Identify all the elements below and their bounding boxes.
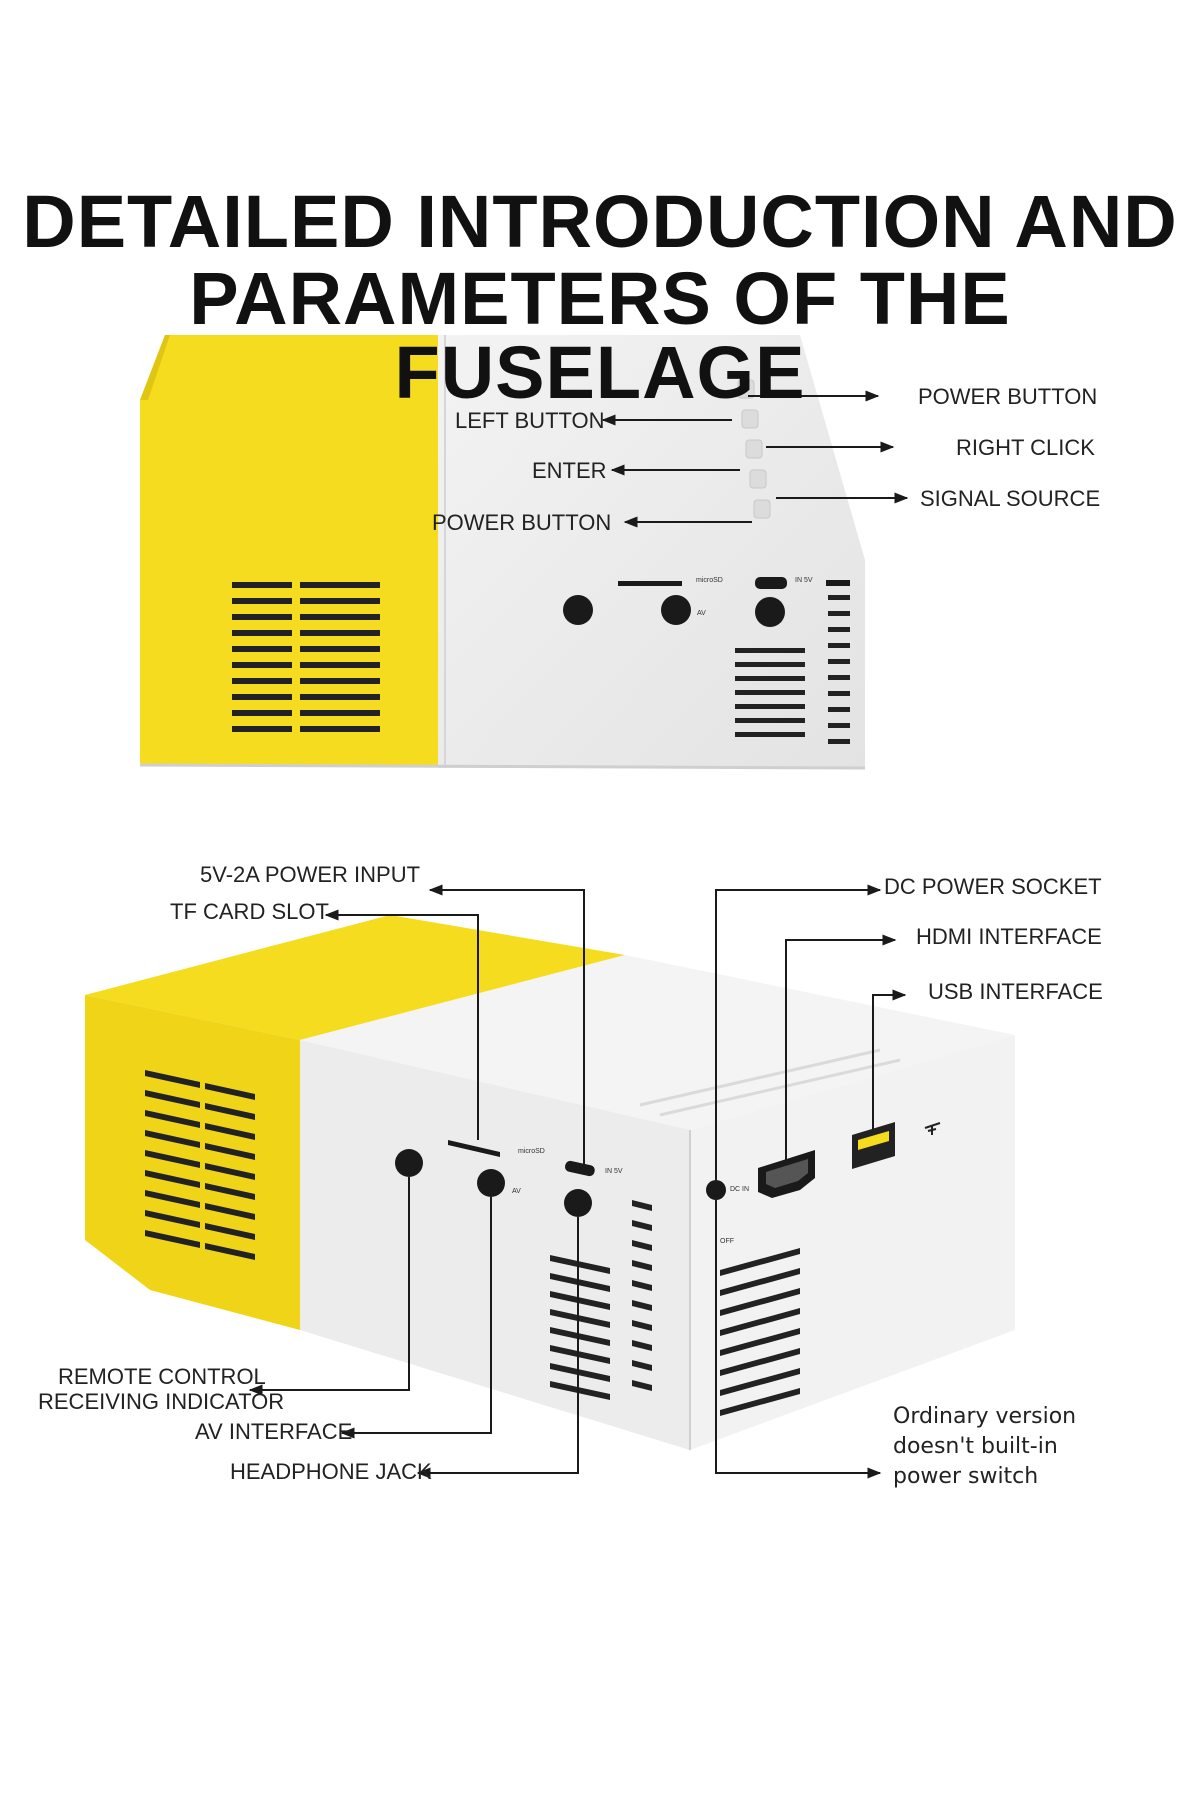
power-switch-note: Ordinary version doesn't built-in power … — [893, 1402, 1076, 1492]
av-port — [661, 595, 691, 625]
ir-receiver-port — [395, 1149, 423, 1177]
usb-icon — [924, 1122, 941, 1135]
mark-dcin: DC IN — [730, 1186, 750, 1193]
yellow-vents — [232, 582, 380, 732]
white-vents — [735, 595, 850, 744]
mark-av-bottom: AV — [512, 1188, 521, 1195]
page-title-line-1: DETAILED INTRODUCTION AND — [22, 180, 1178, 263]
label-av-interface: AV INTERFACE — [195, 1419, 353, 1444]
projector-angled-view — [85, 884, 1015, 1479]
top-leader-lines — [601, 390, 909, 528]
top-control-buttons — [737, 379, 771, 519]
in5v-port — [565, 1160, 595, 1177]
microsd-slot — [448, 1140, 500, 1157]
in5v-port — [755, 577, 787, 589]
ir-receiver-port — [563, 595, 593, 625]
label-headphone-jack: HEADPHONE JACK — [230, 1459, 432, 1484]
note-line-1: Ordinary version — [893, 1404, 1077, 1429]
label-power-button-left: POWER BUTTON — [432, 510, 612, 535]
label-usb-interface: USB INTERFACE — [928, 979, 1103, 1004]
white-housing — [300, 1040, 690, 1450]
label-tf-card-slot: TF CARD SLOT — [170, 899, 329, 924]
microsd-slot — [618, 581, 682, 586]
label-power-input: 5V-2A POWER INPUT — [200, 862, 421, 887]
label-enter: ENTER — [532, 458, 607, 483]
label-dc-power-socket: DC POWER SOCKET — [884, 874, 1102, 899]
label-remote-line-2: RECEIVING INDICATOR — [38, 1389, 285, 1414]
yellow-vents — [145, 1070, 255, 1260]
note-line-2: doesn't built-in — [893, 1434, 1058, 1459]
page-title-line-2: PARAMETERS OF THE FUSELAGE — [189, 257, 1011, 414]
label-right-click: RIGHT CLICK — [956, 435, 1095, 460]
headphone-port — [564, 1189, 592, 1217]
dc-power-socket — [706, 1180, 726, 1200]
side-vents — [720, 1248, 800, 1416]
label-power-button-right: POWER BUTTON — [918, 384, 1098, 409]
white-vents — [550, 1200, 652, 1400]
mark-microsd-top: microSD — [696, 577, 723, 584]
mark-in5v-bottom: IN 5V — [605, 1168, 623, 1175]
label-signal-source: SIGNAL SOURCE — [920, 486, 1101, 511]
label-hdmi-interface: HDMI INTERFACE — [916, 924, 1102, 949]
mark-off: OFF — [720, 1238, 734, 1245]
av-port — [477, 1169, 505, 1197]
yellow-housing — [140, 335, 445, 765]
headphone-port — [755, 597, 785, 627]
note-line-3: power switch — [893, 1464, 1039, 1489]
bottom-leader-lines — [248, 884, 907, 1479]
label-remote-line-1: REMOTE CONTROL — [58, 1364, 266, 1389]
mark-av-top: AV — [697, 610, 706, 617]
projector-front-view — [139, 335, 909, 770]
label-left-button: LEFT BUTTON — [455, 408, 605, 433]
mark-microsd-bottom: microSD — [518, 1148, 545, 1155]
mark-in5v-top: IN 5V — [795, 577, 813, 584]
